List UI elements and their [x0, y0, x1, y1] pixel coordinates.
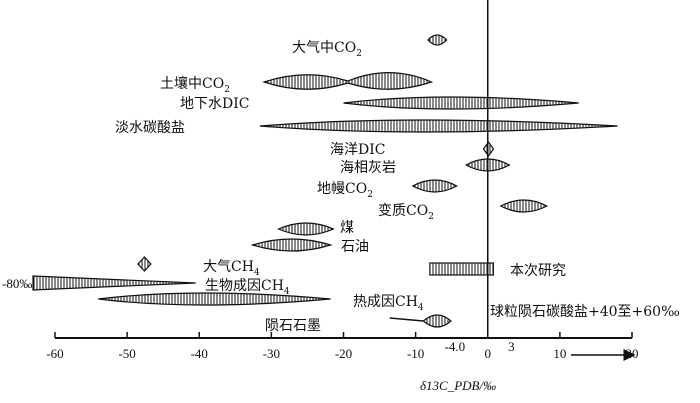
series-label-2: 土壤中CO2: [160, 75, 230, 95]
range-mark-11: [137, 256, 152, 272]
chondrite-carbonate-label: 球粒陨石碳酸盐+40至+60‰: [490, 304, 680, 320]
range-mark-8: [499, 199, 549, 213]
series-label-8: 变质CO2: [378, 203, 434, 222]
series-label-11: 大气CH4: [203, 259, 260, 278]
x-tick-label: -40: [191, 346, 208, 361]
range-mark-14-tail: [389, 317, 424, 322]
range-mark-9: [277, 222, 335, 236]
x-extra-tick-label: -4.0: [445, 339, 466, 354]
range-mark-3: [343, 96, 579, 110]
x-tick-label: 0: [485, 346, 492, 361]
x-extra-tick-label: 3: [508, 339, 515, 354]
range-mark-2: [262, 72, 434, 90]
series-label-1: 大气中CO2: [292, 40, 362, 59]
series-label-9: 煤: [340, 220, 354, 236]
x-tick-label: -60: [46, 346, 63, 361]
series-label-3: 地下水DIC: [180, 96, 249, 112]
series-label-14: 陨石石墨: [265, 318, 321, 334]
series-label-4: 淡水碳酸盐: [115, 120, 185, 136]
range-mark-7: [411, 179, 458, 193]
series-label-7: 地幔CO2: [317, 181, 373, 200]
range-mark-15: [429, 262, 494, 276]
series-label-6: 海相灰岩: [340, 160, 396, 176]
series-label-13: 热成因CH4: [353, 294, 424, 313]
range-mark-13: [98, 292, 331, 306]
series-label-10: 石油: [341, 239, 369, 255]
x-tick-label: -30: [263, 346, 280, 361]
x-tick-label: 20: [626, 346, 639, 361]
range-mark-1: [427, 34, 448, 46]
x-tick-label: -10: [407, 346, 424, 361]
range-mark-12: [32, 275, 196, 291]
x-axis-title: δ13C_PDB/‰: [420, 378, 496, 393]
range-mark-4: [259, 119, 618, 133]
range-mark-14: [422, 314, 452, 328]
x-tick-label: 10: [553, 346, 566, 361]
range-mark-10: [250, 238, 333, 252]
x-tick-label: -50: [118, 346, 135, 361]
series-label-12: 生物成因CH4: [205, 278, 290, 297]
range-note-label: -80‰: [2, 276, 32, 291]
x-tick-label: -20: [335, 346, 352, 361]
series-label-15: 本次研究: [510, 263, 566, 279]
series-label-5: 海洋DIC: [330, 142, 385, 158]
